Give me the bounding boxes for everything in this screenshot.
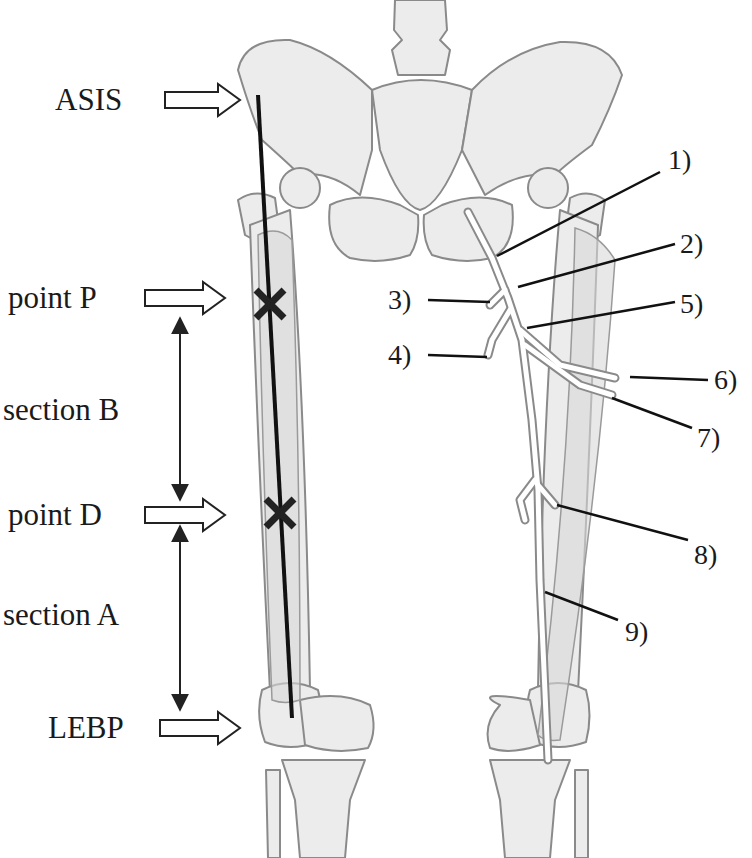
femoral-condyle xyxy=(300,696,374,751)
leader-line xyxy=(527,302,675,328)
callout-number: 6) xyxy=(714,365,737,396)
point-marker xyxy=(266,499,294,527)
leader-line xyxy=(545,592,618,620)
callout-number: 2) xyxy=(680,229,703,260)
pointer-arrow xyxy=(145,499,225,531)
femoral-head xyxy=(280,168,320,208)
spine xyxy=(392,0,450,75)
callout-number: 3) xyxy=(388,285,411,316)
section-arrow xyxy=(179,318,181,500)
pointer-arrow xyxy=(160,712,240,744)
sacrum xyxy=(372,80,472,210)
leader-line xyxy=(630,377,708,380)
leader-line xyxy=(428,355,487,357)
fibula xyxy=(575,770,588,858)
callout-number: 9) xyxy=(625,617,648,648)
point-label: point P xyxy=(8,281,97,315)
section-label: section A xyxy=(3,598,119,632)
leader-line xyxy=(612,398,692,428)
point-label: point D xyxy=(8,498,102,532)
section-label: section B xyxy=(3,393,119,427)
leader-line xyxy=(497,172,660,256)
tibia xyxy=(490,760,570,858)
sartorius xyxy=(538,228,615,740)
femoral-head xyxy=(528,168,568,208)
callout-number: 7) xyxy=(697,423,720,454)
landmark-label: LEBP xyxy=(48,711,124,745)
section-arrow xyxy=(179,526,181,710)
pointer-arrow xyxy=(165,84,240,116)
pubis xyxy=(329,198,418,261)
callout-number: 8) xyxy=(694,540,717,571)
landmark-label: ASIS xyxy=(55,83,122,117)
pubis xyxy=(424,198,513,261)
fibula xyxy=(266,770,280,858)
leader-line xyxy=(428,300,490,302)
callout-number: 4) xyxy=(388,340,411,371)
leader-line xyxy=(557,505,688,540)
point-marker xyxy=(256,290,284,318)
asis-lebp-line xyxy=(258,95,292,718)
femoral-condyle xyxy=(488,696,540,751)
pointer-arrow xyxy=(145,282,225,314)
callout-number: 5) xyxy=(680,289,703,320)
leader-line xyxy=(518,244,675,287)
tibia xyxy=(282,760,365,858)
callout-number: 1) xyxy=(668,145,691,176)
